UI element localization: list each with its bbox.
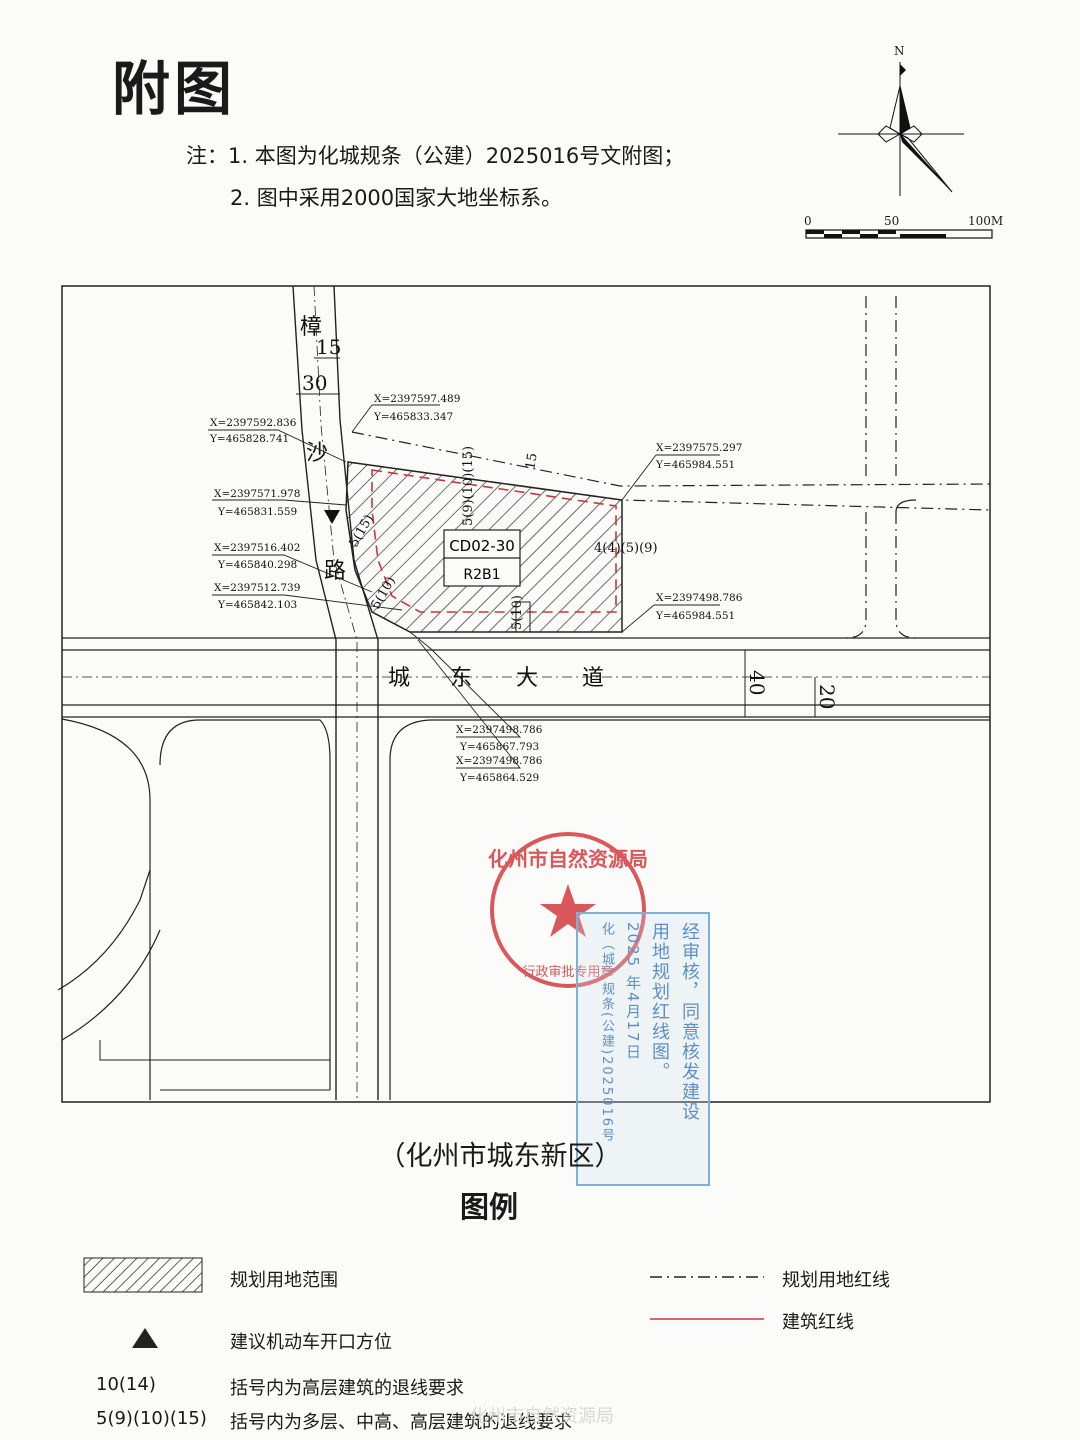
coord-4-x: X=2397571.978 — [214, 488, 300, 500]
scale-label-100: 100M — [968, 214, 1004, 228]
coord-8-x: X=2397498.786 — [456, 724, 543, 736]
approval-line-3: 2025 年4月17日 — [624, 922, 642, 1061]
coord-2-x: X=2397592.836 — [210, 417, 297, 429]
coord-1-y: Y=465833.347 — [373, 411, 453, 423]
dim-east-20: 20 — [815, 684, 839, 709]
north-arrow-icon — [838, 62, 964, 196]
approval-line-4: 化（城）规条(公建)2025016号 — [599, 922, 614, 1144]
setback-east: 4(4)(5)(9) — [594, 541, 658, 556]
coord-8-y: Y=465867.793 — [459, 741, 539, 753]
legend-redline-icon — [650, 1318, 764, 1320]
coord-5-y: Y=465840.298 — [217, 559, 297, 571]
legend-label-high: 括号内为高层建筑的退线要求 — [230, 1378, 464, 1399]
note-line-1: 注：1. 本图为化城规条（公建）2025016号文附图； — [186, 144, 685, 168]
coord-5-x: X=2397516.402 — [214, 542, 300, 554]
coord-3-x: X=2397575.297 — [656, 442, 742, 454]
coord-3-y: Y=465984.551 — [655, 459, 735, 471]
dim-north-15: 15 — [523, 452, 541, 471]
scale-label-0: 0 — [804, 214, 812, 228]
page-title: 附图 — [112, 55, 237, 123]
coord-7-y: Y=465984.551 — [655, 610, 735, 622]
legend-hatch-icon — [83, 1257, 203, 1293]
coord-6-y: Y=465842.103 — [217, 599, 297, 611]
map-frame — [61, 285, 991, 1103]
building-red-line — [371, 469, 617, 613]
legend-label-redline: 建筑红线 — [782, 1312, 854, 1333]
red-seal-stamp: 化州市自然资源局 行政审批专用章 — [488, 832, 648, 988]
legend-label-dashdot: 规划用地红线 — [782, 1270, 890, 1291]
road-char-cheng: 城 — [388, 666, 410, 691]
entrance-triangle-icon — [324, 510, 340, 524]
dim-road-15: 15 — [316, 335, 341, 359]
dim-east-40: 40 — [745, 670, 769, 695]
legend-triangle-icon — [132, 1328, 158, 1348]
approval-line-2: 用地规划红线图。 — [649, 922, 670, 1082]
scale-label-50: 50 — [884, 214, 900, 228]
road-char-zhang: 樟 — [300, 315, 322, 340]
note-line-2: 2. 图中采用2000国家大地坐标系。 — [230, 186, 563, 210]
coord-9-y: Y=465864.529 — [459, 772, 539, 784]
coord-6-x: X=2397512.739 — [214, 582, 300, 594]
watermark: 化州市自然资源局 — [470, 1406, 614, 1427]
legend-label-multi: 括号内为多层、中高、高层建筑的退线要求 — [230, 1412, 572, 1433]
dim-road-30: 30 — [302, 371, 327, 395]
road-char-da: 大 — [516, 666, 538, 691]
parcel-code: CD02-30 — [449, 537, 515, 555]
parcel-type: R2B1 — [463, 567, 500, 583]
legend-title: 图例 — [460, 1190, 519, 1224]
legend-symbol-multi: 5(9)(10)(15) — [96, 1408, 207, 1429]
approval-line-1: 经审核，同意核发建设 — [679, 922, 700, 1122]
coord-9-x: X=2397498.786 — [456, 755, 543, 767]
road-char-sha: 沙 — [306, 441, 328, 466]
north-label: N — [894, 44, 905, 58]
legend-symbol-high: 10(14) — [96, 1374, 156, 1395]
coord-2-y: Y=465828.741 — [209, 433, 289, 445]
road-char-lu: 路 — [324, 559, 346, 584]
setback-south: 5(10) — [510, 595, 525, 630]
coord-4-y: Y=465831.559 — [217, 506, 297, 518]
coord-7-x: X=2397498.786 — [656, 592, 743, 604]
legend-label-triangle: 建议机动车开口方位 — [230, 1332, 392, 1353]
setback-north: 5(9)(10)(15) — [461, 446, 476, 526]
legend-label-hatch: 规划用地范围 — [230, 1270, 338, 1291]
scale-bar — [805, 229, 993, 239]
road-char-dao: 道 — [582, 666, 604, 691]
seal-ring-text: 化州市自然资源局 — [488, 847, 648, 871]
map-caption: （化州市城东新区） — [378, 1141, 622, 1172]
coord-1-x: X=2397597.489 — [374, 393, 460, 405]
legend-dashdot-icon — [650, 1276, 764, 1278]
seal-inner-text: 行政审批专用章 — [522, 964, 613, 980]
approval-stamp: 经审核，同意核发建设 用地规划红线图。 2025 年4月17日 化（城）规条(公… — [576, 912, 710, 1186]
